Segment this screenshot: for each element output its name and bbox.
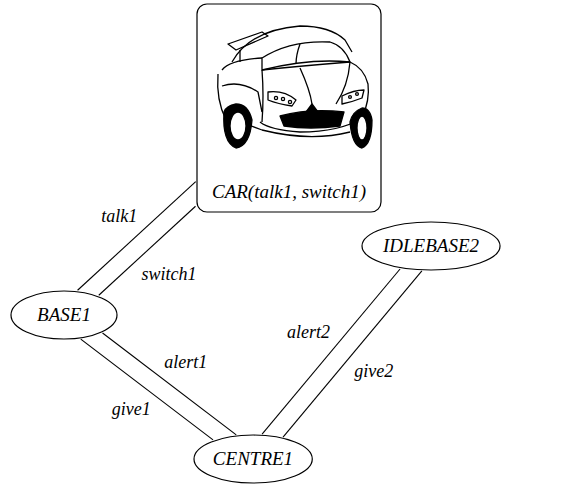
channel-label: alert2	[285, 323, 332, 343]
car-box: CAR(talk1, switch1)	[196, 3, 382, 213]
channel-line	[283, 271, 422, 437]
idle-base-node: IDLEBASE2	[361, 221, 501, 271]
centre-node: CENTRE1	[193, 434, 313, 484]
channel-label: talk1	[99, 207, 139, 227]
node-label: IDLEBASE2	[383, 235, 479, 257]
node-label: CENTRE1	[213, 448, 293, 470]
node-label: BASE1	[37, 304, 91, 326]
channel-label: switch1	[139, 265, 198, 285]
channel-line	[103, 333, 237, 435]
channel-label: give1	[110, 400, 153, 420]
channel-label: give2	[352, 362, 395, 382]
channel-line	[81, 339, 213, 440]
base-node: BASE1	[10, 290, 118, 340]
channel-line	[262, 269, 400, 434]
channel-label: alert1	[162, 353, 209, 373]
node-label: CAR(talk1, switch1)	[212, 181, 366, 203]
